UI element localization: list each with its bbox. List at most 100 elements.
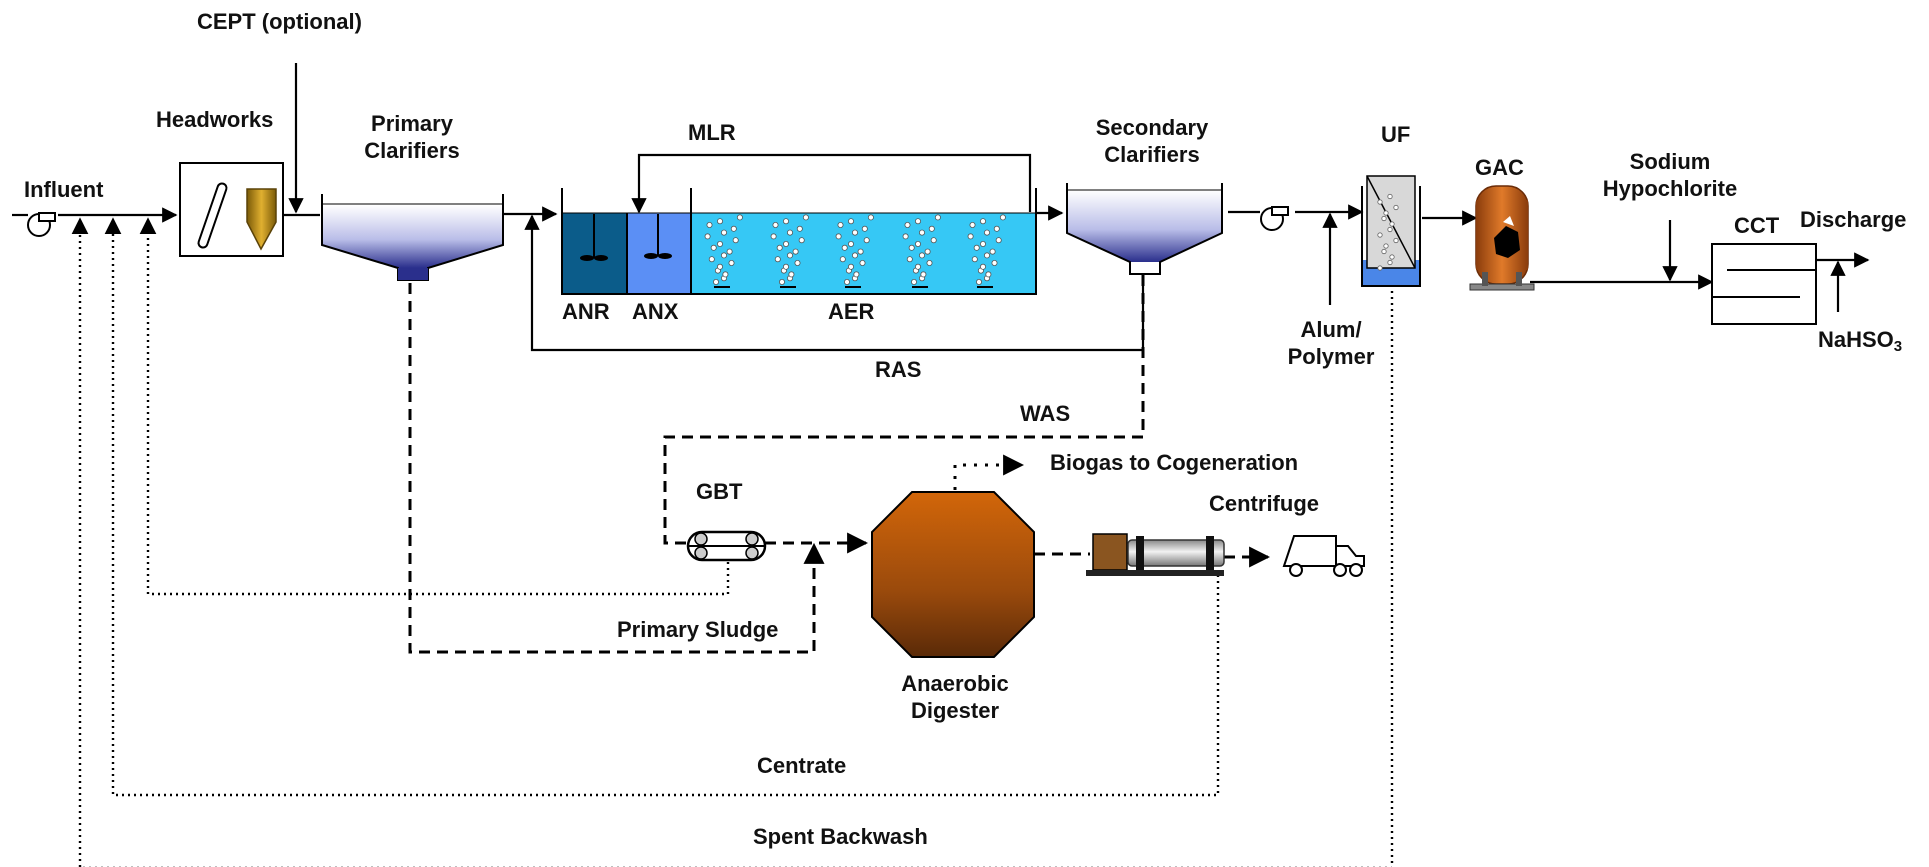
air-bubble xyxy=(980,240,987,247)
air-bubble xyxy=(726,248,733,255)
air-bubble xyxy=(783,240,790,247)
air-bubble xyxy=(1377,199,1383,205)
air-bubble xyxy=(783,218,790,225)
alum-polymer-label-line2: Polymer xyxy=(1287,344,1375,369)
biogas-label: Biogas to Cogeneration xyxy=(1050,450,1299,475)
air-bubble xyxy=(787,252,794,259)
air-bubble xyxy=(798,237,805,244)
air-bubble xyxy=(788,271,795,278)
gac-label: GAC xyxy=(1475,155,1524,180)
gbt-label: GBT xyxy=(696,479,743,504)
air-bubble xyxy=(993,225,1000,232)
air-bubble xyxy=(1393,237,1399,244)
air-bubble xyxy=(908,244,915,251)
air-bubble xyxy=(770,233,777,240)
air-bubble xyxy=(1389,254,1395,260)
secondary-clarifiers-label-line1: Secondary xyxy=(1095,115,1209,140)
air-bubble xyxy=(928,225,935,232)
effluent-pump-icon xyxy=(1260,206,1289,231)
air-bubble xyxy=(717,218,724,225)
uf-membrane-unit xyxy=(1361,175,1421,287)
air-bubble xyxy=(915,240,922,247)
air-bubble xyxy=(919,252,926,259)
bar-screen-icon xyxy=(197,182,228,249)
primary-clarifiers-label: Primary Clarifiers xyxy=(352,110,472,164)
air-bubble xyxy=(730,225,737,232)
influent-pump-icon xyxy=(27,212,56,237)
air-bubble xyxy=(991,259,998,266)
air-bubble xyxy=(1387,226,1393,233)
air-bubble xyxy=(1381,248,1387,255)
spent-backwash-label: Spent Backwash xyxy=(753,824,928,849)
anaerobic-digester-label-line2: Digester xyxy=(910,698,1000,723)
gac-vessel xyxy=(1469,185,1535,291)
air-bubble xyxy=(859,259,866,266)
air-bubble xyxy=(1383,210,1389,216)
air-bubble xyxy=(989,248,996,255)
aer-zone xyxy=(691,213,1036,294)
ras-label: RAS xyxy=(875,357,922,382)
primary-sludge-label: Primary Sludge xyxy=(617,617,779,642)
air-bubble xyxy=(835,233,842,240)
air-bubble xyxy=(844,278,851,285)
nahso3-label: NaHSO3 xyxy=(1818,326,1902,360)
air-bubble xyxy=(1393,204,1399,211)
air-bubble xyxy=(980,263,987,270)
uf-air-bubbles xyxy=(1377,193,1399,271)
cct-label: CCT xyxy=(1734,213,1780,238)
air-bubble xyxy=(857,248,864,255)
air-bubble xyxy=(787,229,794,236)
air-bubble xyxy=(902,233,909,240)
air-bubble xyxy=(722,271,729,278)
gbt-unit xyxy=(686,530,767,562)
air-bubble xyxy=(904,221,911,228)
air-bubble xyxy=(969,221,976,228)
air-bubble xyxy=(772,221,779,228)
air-bubble xyxy=(721,229,728,236)
air-bubble xyxy=(999,214,1006,221)
air-bubble xyxy=(867,214,874,221)
bioreactor xyxy=(561,188,1037,295)
air-bubble xyxy=(783,263,790,270)
sodium-hypochlorite-label: Sodium Hypochlorite xyxy=(1590,148,1750,202)
air-bubble xyxy=(1387,193,1393,200)
alum-polymer-label: Alum/ Polymer xyxy=(1266,316,1396,370)
aer-label: AER xyxy=(828,299,875,324)
sludge-flow-lines xyxy=(408,275,1271,654)
secondary-clarifier xyxy=(1066,183,1223,275)
anr-label: ANR xyxy=(562,299,610,324)
centrifuge-label: Centrifuge xyxy=(1209,491,1319,516)
air-bubble xyxy=(710,244,717,251)
air-bubble xyxy=(728,259,735,266)
nahso3-subscript: 3 xyxy=(1893,338,1903,355)
cct-tank xyxy=(1711,243,1817,325)
air-bubble xyxy=(1381,215,1387,222)
air-bubble xyxy=(713,278,720,285)
air-bubble xyxy=(1377,232,1383,238)
air-bubble xyxy=(706,221,713,228)
air-bubble xyxy=(863,237,870,244)
air-bubble xyxy=(717,263,724,270)
air-bubble xyxy=(976,278,983,285)
anaerobic-digester-label: Anaerobic Digester xyxy=(890,670,1020,724)
air-bubble xyxy=(971,256,978,263)
anaerobic-digester-label-line1: Anaerobic xyxy=(901,671,1009,696)
air-bubble xyxy=(848,240,855,247)
air-bubble xyxy=(915,263,922,270)
primary-clarifier xyxy=(321,194,504,281)
air-bubble xyxy=(853,271,860,278)
air-bubble xyxy=(967,233,974,240)
sodium-hypochlorite-label-line1: Sodium xyxy=(1629,149,1711,174)
mlr-label: MLR xyxy=(688,120,736,145)
air-bubble xyxy=(717,240,724,247)
anx-label: ANX xyxy=(632,299,679,324)
air-bubble xyxy=(924,248,931,255)
headworks-label: Headworks xyxy=(156,107,274,132)
air-bubble xyxy=(984,252,991,259)
air-bubble xyxy=(796,225,803,232)
air-bubble xyxy=(732,237,739,244)
influent-label: Influent xyxy=(24,177,104,202)
air-bubble xyxy=(794,259,801,266)
